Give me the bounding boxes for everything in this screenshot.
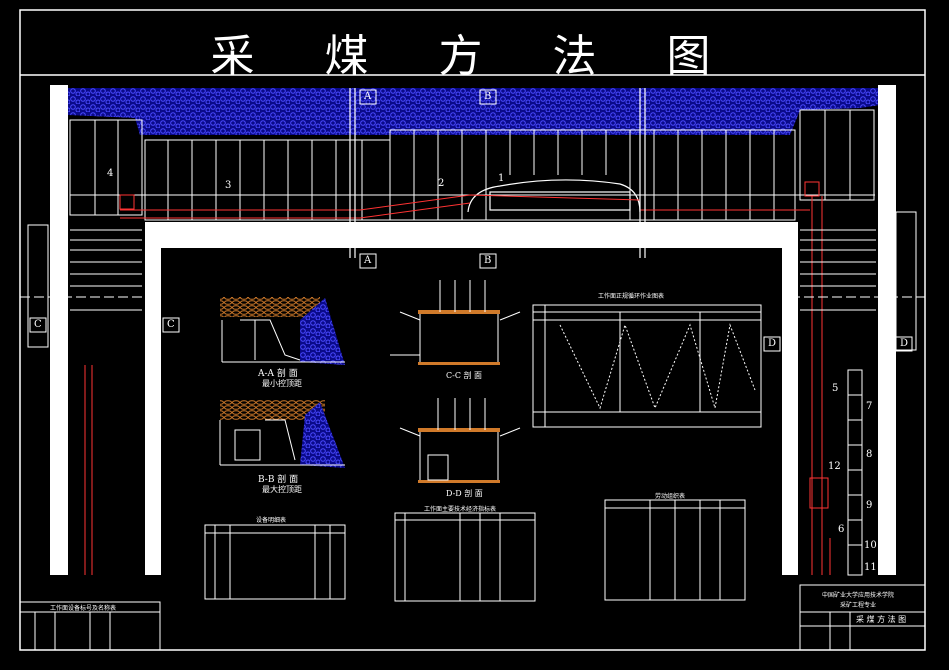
title-block-major: 采矿工程专业 (840, 602, 877, 609)
labor-table-title: 劳动组织表 (655, 493, 686, 500)
tech-econ-table-title: 工作面主要技术经济指标表 (424, 506, 497, 513)
marker-c-right: C (167, 319, 175, 330)
callout-3: 3 (225, 180, 232, 191)
section-cc-figure (390, 280, 521, 365)
callout-5: 5 (832, 383, 839, 394)
callout-12: 12 (828, 461, 841, 472)
equipment-table-title: 设备明细表 (256, 517, 287, 524)
callout-7: 7 (866, 401, 873, 412)
section-dd-figure (399, 398, 521, 483)
section-aa-title: A-A 剖 面 (258, 369, 298, 379)
section-bb-title: B-B 剖 面 (258, 475, 299, 485)
title-block-drawing-name: 采 煤 方 法 图 (856, 615, 907, 624)
callout-4: 4 (107, 168, 114, 179)
callout-1: 1 (498, 173, 505, 184)
coal-seam (68, 88, 880, 135)
marker-c-left: C (34, 319, 42, 330)
section-marker-boxes (29, 89, 913, 352)
shearer (467, 179, 641, 213)
drawing-border (19, 9, 926, 651)
callout-8: 8 (866, 449, 873, 460)
labor-table (604, 499, 746, 601)
title-block-school: 中国矿业大学应用技术学院 (822, 592, 895, 599)
section-bb-subtitle: 最大控顶距 (262, 485, 302, 494)
section-cc-title: C-C 剖 面 (446, 371, 483, 380)
support-column (847, 369, 863, 576)
title-block (799, 584, 926, 651)
marker-a-top: A (364, 91, 372, 102)
marker-b-bottom: B (484, 255, 492, 266)
section-aa-subtitle: 最小控顶距 (262, 379, 302, 388)
tech-econ-table (394, 512, 536, 602)
marker-d-right: D (900, 338, 909, 349)
section-lines (349, 88, 646, 258)
hydraulic-supports (69, 109, 875, 221)
callout-11: 11 (864, 562, 877, 573)
marker-d-left: D (768, 338, 777, 349)
drawing-title: 采 煤 方 法 图 (210, 31, 739, 82)
callout-6: 6 (838, 524, 845, 535)
roadway-hatch (20, 211, 925, 351)
callout-10: 10 (864, 540, 877, 551)
callout-2: 2 (438, 178, 445, 189)
cycle-chart (532, 304, 762, 428)
cycle-chart-title: 工作面正规循环作业图表 (598, 293, 665, 300)
face-conveyor (84, 181, 831, 575)
section-bb-figure (219, 400, 345, 468)
callout-9: 9 (866, 500, 873, 511)
marker-b-top: B (484, 91, 492, 102)
section-dd-title: D-D 剖 面 (446, 489, 483, 498)
marker-a-bottom: A (364, 255, 372, 266)
legend-table-title: 工作面设备标号及名称表 (50, 605, 117, 612)
section-aa-figure (220, 297, 345, 365)
roadway-walls (50, 85, 896, 575)
legend-table (19, 601, 161, 651)
equipment-table (204, 524, 346, 600)
